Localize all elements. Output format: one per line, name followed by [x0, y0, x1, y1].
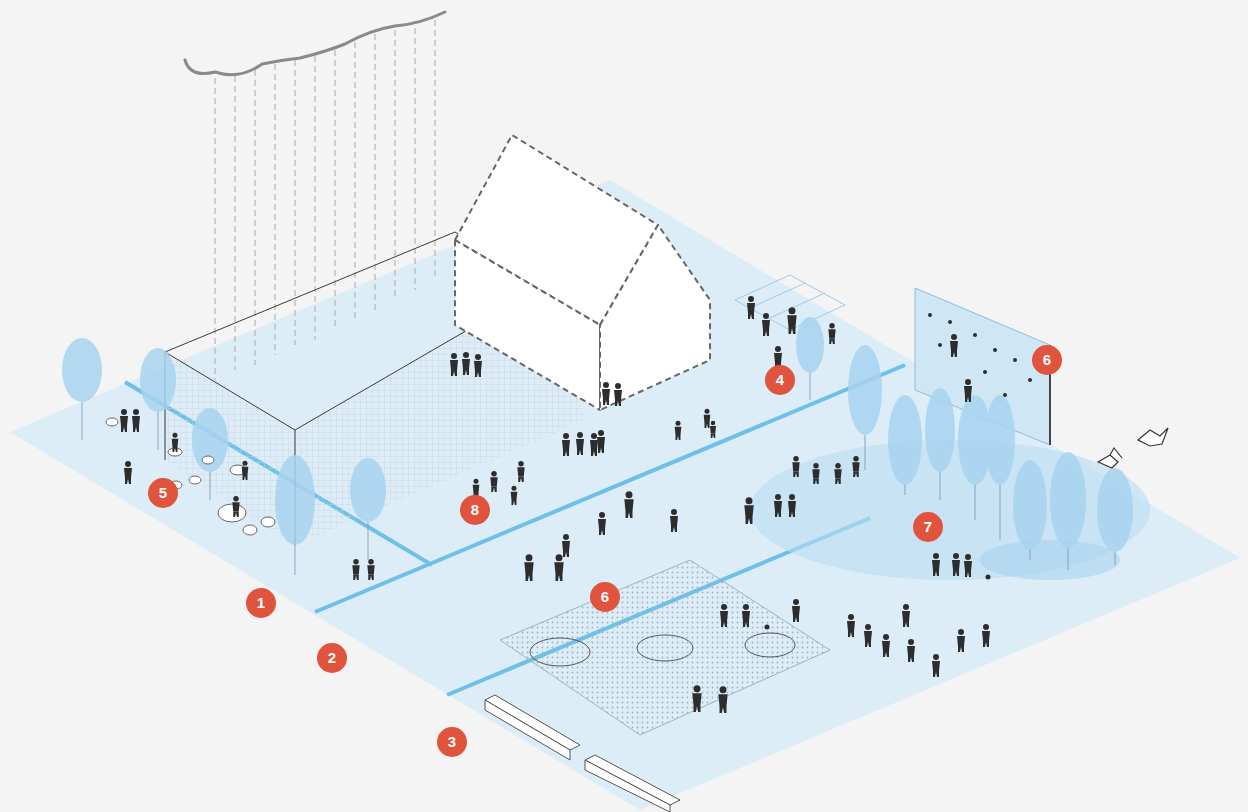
- callout-number: 3: [437, 727, 467, 757]
- callout-number: 8: [460, 495, 490, 525]
- balls: [765, 575, 991, 630]
- birds: [1098, 428, 1168, 468]
- callout-number: 6: [590, 582, 620, 612]
- callout-number: 2: [317, 643, 347, 673]
- callout-number: 4: [765, 365, 795, 395]
- grove-area: [980, 540, 1120, 580]
- sports-court: [500, 560, 830, 735]
- benches: [485, 695, 680, 812]
- callout-number: 7: [913, 512, 943, 542]
- trees: [62, 317, 1133, 575]
- callout-number: 1: [246, 588, 276, 618]
- people: [120, 296, 990, 713]
- school-house: [455, 135, 710, 410]
- seating: [106, 418, 275, 535]
- callout-number: 6: [1032, 345, 1062, 375]
- callout-number: 5: [148, 478, 178, 508]
- rain-cloud: [185, 12, 445, 380]
